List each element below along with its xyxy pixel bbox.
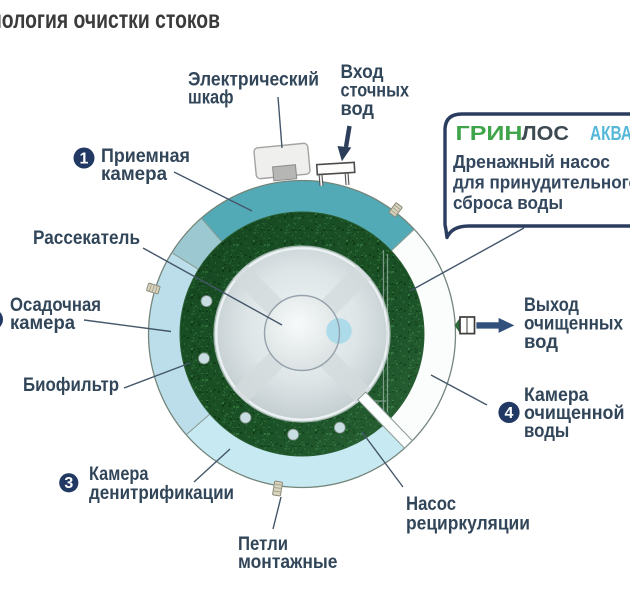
svg-text:вод: вод [524,332,558,353]
svg-text:АКВА: АКВА [590,122,630,145]
svg-text:Биофильтр: Биофильтр [23,375,119,396]
svg-text:денитрификации: денитрификации [89,483,234,504]
svg-text:камера: камера [10,313,75,334]
svg-text:Камера: Камера [524,385,589,406]
svg-text:Технология очистки стоков: Технология очистки стоков [0,6,220,34]
svg-text:Насос: Насос [406,494,456,515]
svg-text:камера: камера [101,164,167,185]
svg-text:Дренажный насос: Дренажный насос [453,151,610,172]
svg-text:ЛОС: ЛОС [522,122,570,145]
svg-text:Приемная: Приемная [101,146,190,167]
svg-text:очищенной: очищенной [524,403,625,424]
svg-text:сброса воды: сброса воды [453,192,563,213]
svg-text:рециркуляции: рециркуляции [406,514,530,535]
svg-text:3: 3 [64,475,73,492]
svg-text:вод: вод [341,99,375,120]
svg-text:монтажные: монтажные [238,552,338,573]
svg-text:Камера: Камера [89,464,149,485]
svg-text:сточных: сточных [341,81,410,102]
svg-text:Вход: Вход [341,62,384,83]
svg-text:Выход: Выход [524,295,579,316]
svg-text:Осадочная: Осадочная [10,295,101,316]
svg-text:очищенных: очищенных [524,314,623,335]
svg-text:шкаф: шкаф [188,88,234,109]
svg-text:для принудительного: для принудительного [453,172,630,193]
svg-text:Электрический: Электрический [188,70,319,91]
svg-text:1: 1 [80,151,89,168]
svg-text:Петли: Петли [238,534,288,555]
svg-text:4: 4 [505,405,514,422]
svg-text:Рассекатель: Рассекатель [33,228,140,249]
svg-text:ГРИН: ГРИН [456,122,523,145]
svg-text:воды: воды [524,421,569,442]
